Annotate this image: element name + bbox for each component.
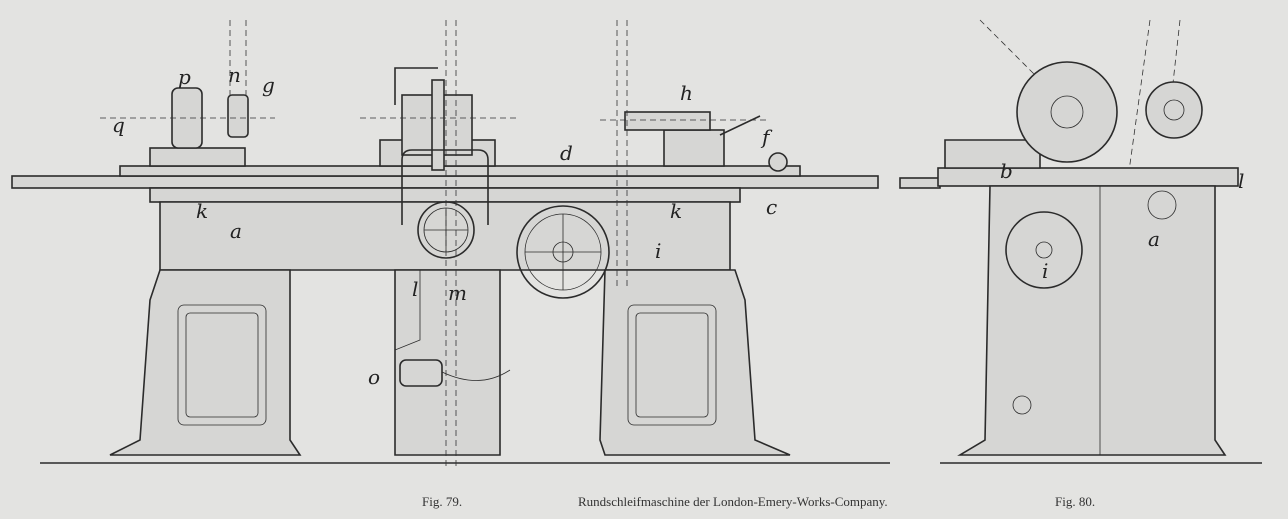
label-k-right: k xyxy=(670,199,682,223)
label-m: m xyxy=(448,281,467,305)
caption-fig79: Fig. 79. xyxy=(422,494,463,509)
side-body xyxy=(957,185,1227,456)
label-i-side: i xyxy=(1042,259,1048,283)
label-n: n xyxy=(228,63,241,87)
left-pedestal xyxy=(109,269,302,456)
table-top xyxy=(119,165,801,177)
label-l: l xyxy=(412,277,418,301)
label-a: a xyxy=(230,219,242,243)
label-a-side: a xyxy=(1148,227,1160,251)
headstock-base xyxy=(149,147,246,167)
label-i: i xyxy=(655,239,661,263)
grinding-wheel-side xyxy=(1016,61,1118,163)
label-d: d xyxy=(560,141,573,165)
headstock-pulley xyxy=(171,87,203,149)
label-l-side: l xyxy=(1238,169,1244,193)
label-h: h xyxy=(680,81,693,105)
label-c: c xyxy=(766,195,777,219)
label-p: p xyxy=(178,65,191,89)
center-pedestal xyxy=(394,269,501,456)
caption-fig80: Fig. 80. xyxy=(1055,494,1096,509)
fig80-grinding-machine-side-view: b l a i xyxy=(899,19,1262,464)
fig79-grinding-machine-front-view: p n g q h f d k k a c l m i o xyxy=(11,20,890,470)
bed-slide xyxy=(149,187,741,203)
right-pedestal xyxy=(599,269,791,456)
label-g: g xyxy=(262,73,275,97)
small-handwheel xyxy=(417,201,475,259)
tailstock xyxy=(663,129,725,167)
bed-body xyxy=(159,201,731,271)
side-wheel-i xyxy=(1005,211,1083,289)
label-q: q xyxy=(112,113,125,137)
label-k-left: k xyxy=(196,199,208,223)
pump xyxy=(399,359,443,387)
caption-title: Rundschleifmaschine der London-Emery-Wor… xyxy=(578,494,888,509)
side-table xyxy=(937,167,1239,187)
label-b-side: b xyxy=(1000,159,1013,183)
large-handwheel xyxy=(516,205,610,299)
label-f: f xyxy=(760,125,773,149)
label-o: o xyxy=(368,365,380,389)
work-pulley-side xyxy=(1145,81,1203,139)
grinding-wheel xyxy=(431,79,445,171)
table-rail xyxy=(11,175,879,189)
